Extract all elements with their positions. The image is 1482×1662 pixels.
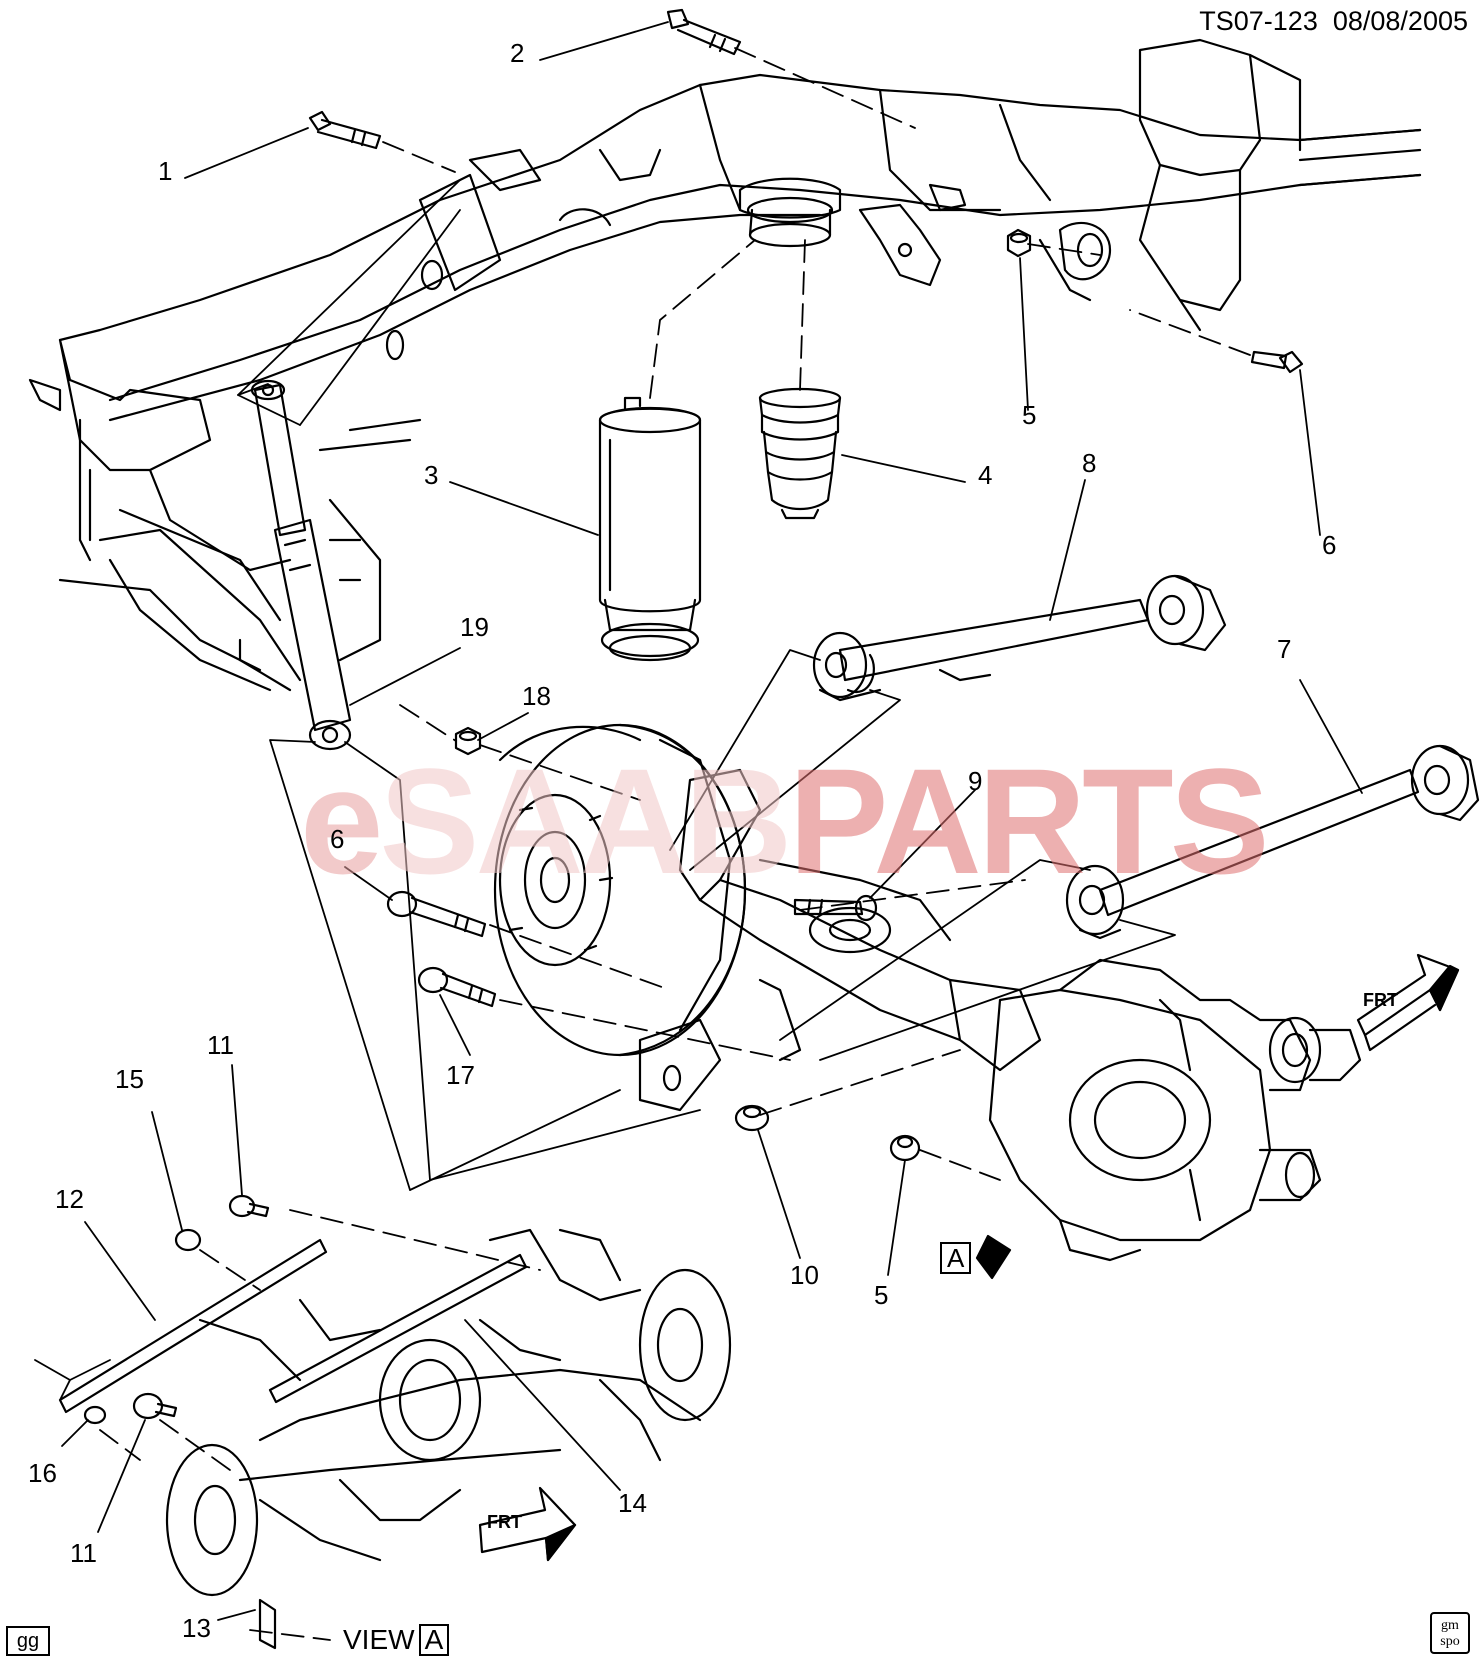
gm-spo-logo: gm spo xyxy=(1430,1612,1470,1654)
callout-c5b: 5 xyxy=(874,1280,889,1310)
callout-c17: 17 xyxy=(446,1060,475,1090)
callout-c6a: 6 xyxy=(1322,530,1337,560)
callout-c3: 3 xyxy=(424,460,439,490)
dashed-guide-lines xyxy=(59,47,1251,1641)
callout-c7: 7 xyxy=(1277,634,1292,664)
watermark-prefix: e xyxy=(300,737,383,905)
callout-c15: 15 xyxy=(115,1064,144,1094)
callout-c12: 12 xyxy=(55,1184,84,1214)
diagram-id: TS07-123 xyxy=(1199,6,1318,36)
callout-c5a: 5 xyxy=(1022,400,1037,430)
esaabparts-watermark: eSAABPARTS xyxy=(300,735,1270,908)
footer-code-box: gg xyxy=(6,1626,50,1656)
brake-rotor-drawing xyxy=(493,723,747,1057)
bolt-2-drawing xyxy=(666,8,742,56)
shock-absorber-drawing xyxy=(250,379,352,751)
view-a-marker-letter: A xyxy=(940,1242,972,1274)
diagram-header: TS07-123 08/08/2005 xyxy=(1199,6,1468,37)
view-label-letter: A xyxy=(418,1624,450,1656)
view-a-inset-drawing xyxy=(58,1194,732,1650)
jounce-bumper-drawing xyxy=(758,387,842,520)
nut-5-upper-drawing xyxy=(1006,228,1032,258)
callout-c1: 1 xyxy=(158,156,173,186)
lower-control-arm-drawing xyxy=(1065,744,1480,940)
frame-rail-drawing xyxy=(28,38,1422,692)
callout-c18: 18 xyxy=(522,681,551,711)
frt-label-inset: FRT xyxy=(487,1512,522,1532)
watermark-mid: SAAB xyxy=(379,737,792,905)
callout-c13: 13 xyxy=(182,1613,211,1643)
callout-c11b: 11 xyxy=(70,1538,97,1568)
callout-c9: 9 xyxy=(968,766,983,796)
callout-c14: 14 xyxy=(618,1488,647,1518)
bolt-6-upper-drawing xyxy=(1250,350,1304,374)
callout-c16: 16 xyxy=(28,1458,57,1488)
callout-leader-lines xyxy=(61,21,1363,1621)
logo-line-1: gm xyxy=(1441,1618,1459,1633)
callout-c11a: 11 xyxy=(207,1030,234,1060)
watermark-suffix: PARTS xyxy=(788,737,1269,905)
callout-c4: 4 xyxy=(978,460,993,490)
callout-c8: 8 xyxy=(1082,448,1097,478)
callout-c2: 2 xyxy=(510,38,525,68)
assembly-guide-lines xyxy=(34,179,1176,1381)
air-spring-drawing xyxy=(598,396,702,662)
view-a-arrow xyxy=(975,1234,1012,1280)
callout-c10: 10 xyxy=(790,1260,819,1290)
bolt-1-drawing xyxy=(308,110,382,150)
frt-label-upper: FRT xyxy=(1363,990,1398,1010)
frt-arrows xyxy=(478,953,1460,1562)
view-label-text: VIEW xyxy=(343,1624,415,1655)
callout-c6b: 6 xyxy=(330,824,345,854)
view-a-marker: A xyxy=(940,1242,972,1274)
axle-housing-drawing xyxy=(638,768,1362,1262)
callout-c19: 19 xyxy=(460,612,489,642)
lower-hardware-drawing xyxy=(386,726,921,1162)
logo-line-2: spo xyxy=(1440,1634,1460,1649)
diagram-date: 08/08/2005 xyxy=(1332,6,1468,36)
upper-control-arm-drawing xyxy=(812,574,1227,702)
